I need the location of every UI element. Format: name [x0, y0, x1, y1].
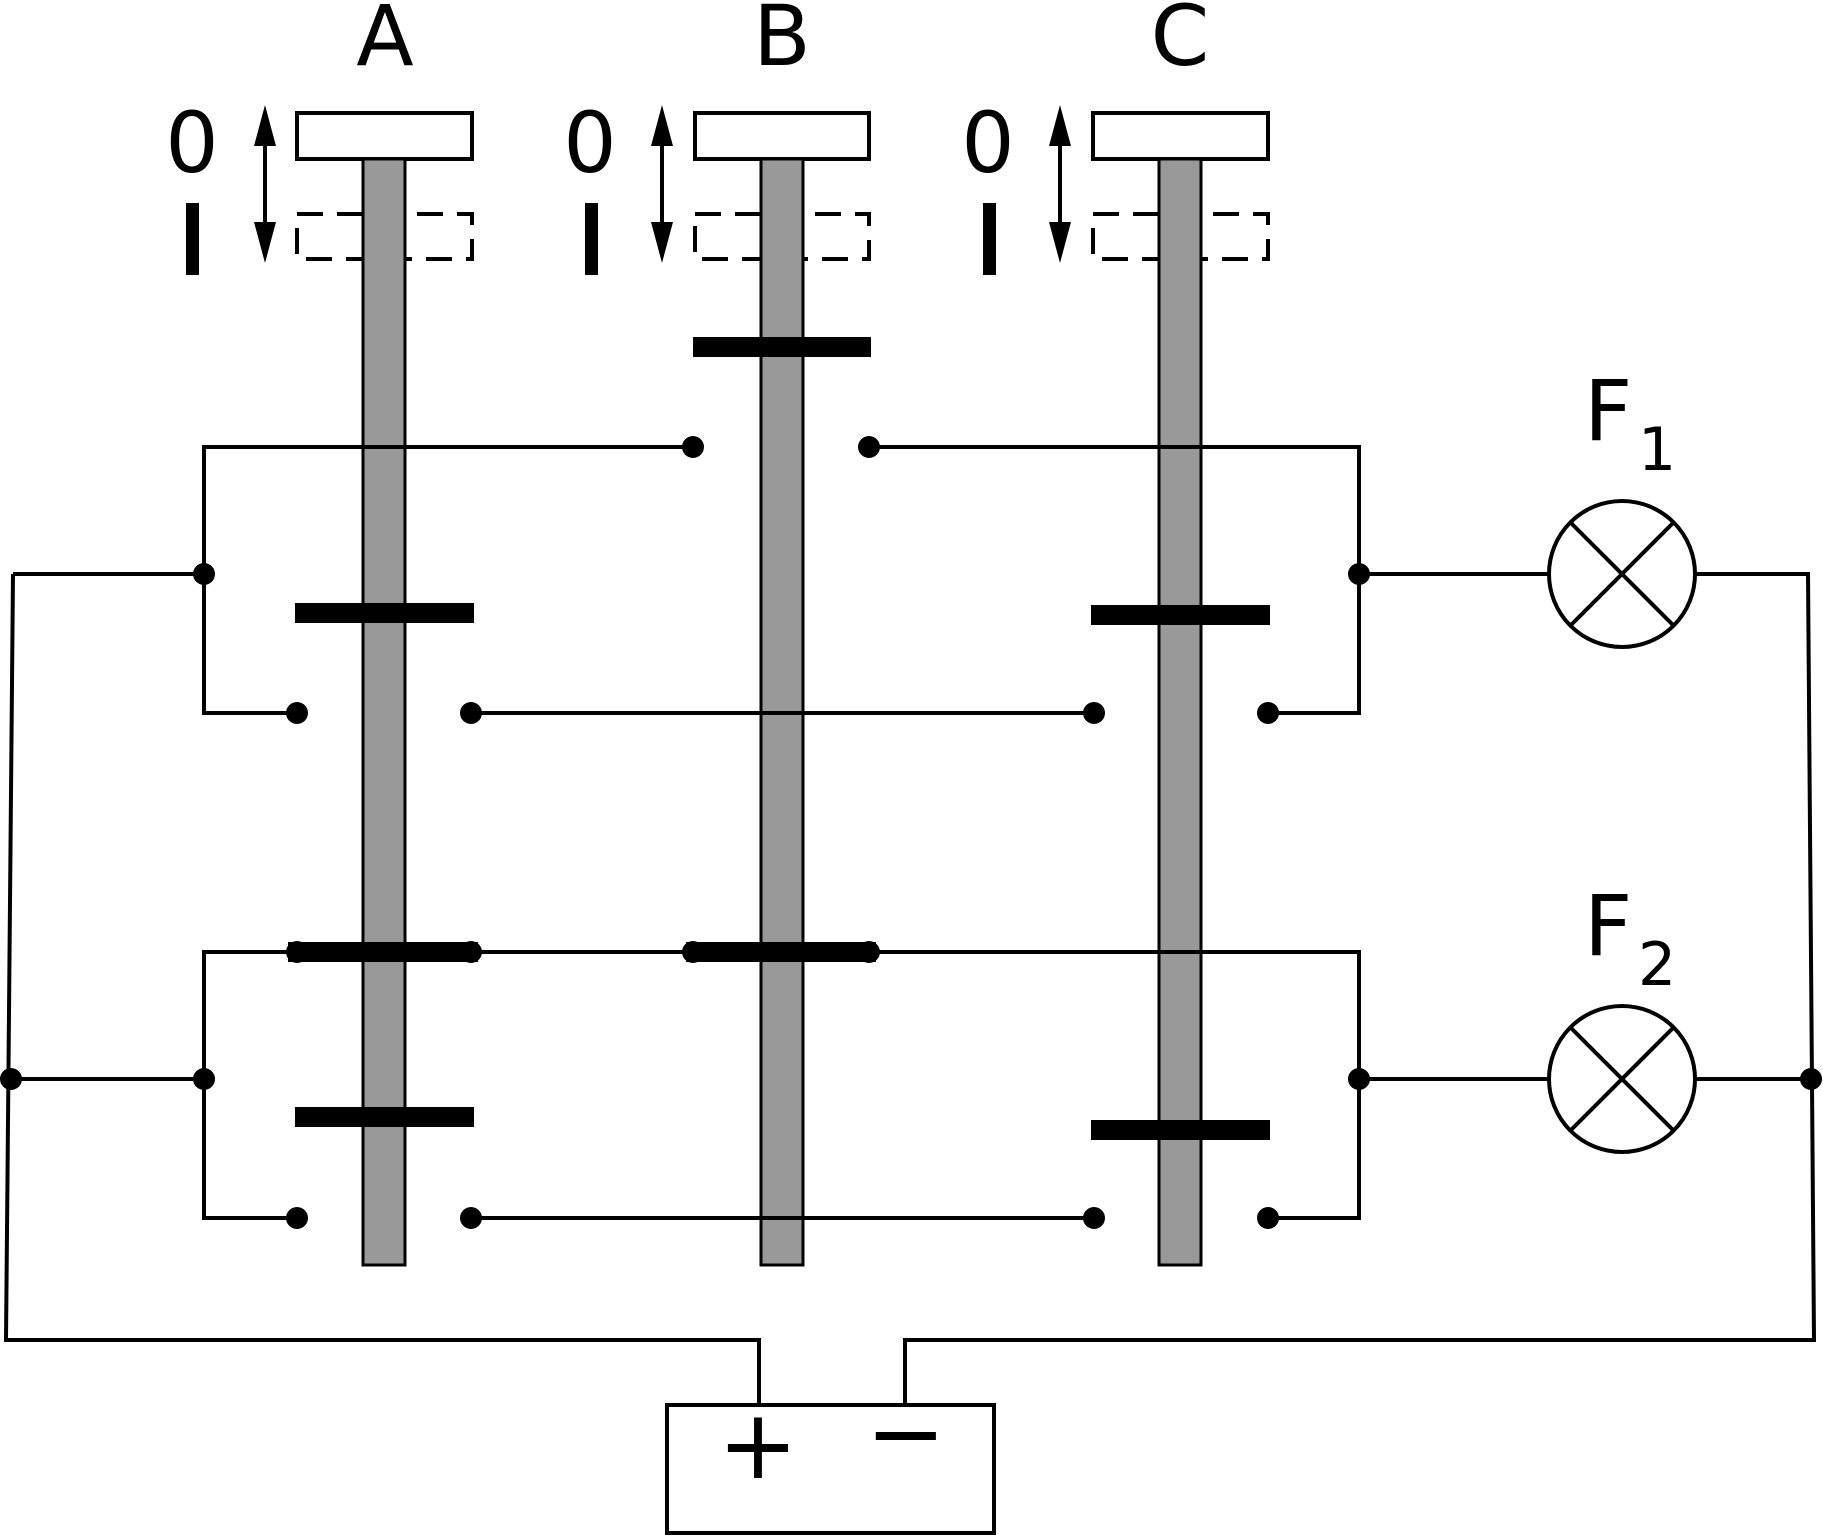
terminal-dot [286, 941, 308, 963]
switch-a-state-0: 0 [165, 94, 218, 192]
terminal-dot [858, 436, 880, 458]
terminal-dot [682, 436, 704, 458]
junction-dot [193, 1068, 215, 1090]
switch-a-rod [361, 157, 407, 1267]
switch-a-arrow [254, 105, 276, 263]
terminal-dot [1083, 702, 1105, 724]
battery-box [665, 1403, 996, 1535]
terminal-dot [460, 702, 482, 724]
terminal-dot [1083, 1207, 1105, 1229]
junction-dot [1348, 1068, 1370, 1090]
terminal-dot [460, 941, 482, 963]
switch-a-knob[interactable] [295, 111, 474, 161]
switch-b-state-i [585, 203, 598, 275]
terminals [0, 436, 1822, 1229]
lamp-f1-subscript: 1 [1638, 415, 1676, 485]
lamp-f1-label: F [1584, 362, 1632, 460]
battery-plus: + [718, 1389, 798, 1501]
battery: + − [665, 1377, 996, 1535]
lamp-f2-subscript: 2 [1638, 930, 1676, 1000]
switch-b-arrow [651, 105, 673, 263]
terminal-dot [286, 1207, 308, 1229]
switch-c-knob[interactable] [1091, 111, 1270, 161]
terminal-dot [1257, 702, 1279, 724]
switch-c-rod [1157, 157, 1203, 1267]
switch-a-label: A [356, 0, 413, 85]
switch-c-state-0: 0 [961, 94, 1014, 192]
terminal-dot [1257, 1207, 1279, 1229]
terminal-dot [682, 941, 704, 963]
switch-c-label: C [1151, 0, 1210, 85]
junction-dot [193, 563, 215, 585]
terminal-dot [858, 941, 880, 963]
switch-c-arrow [1049, 105, 1071, 263]
switch-c: C 0 I [961, 0, 1270, 1267]
lamp-f2: F 2 [1547, 877, 1697, 1154]
switch-b-knob[interactable] [693, 111, 871, 161]
battery-minus: − [866, 1377, 946, 1489]
switch-b-label: B [753, 0, 811, 85]
junction-dot [0, 1068, 22, 1090]
terminal-dot [460, 1207, 482, 1229]
switch-a-state-i [186, 203, 199, 275]
terminal-dot [286, 702, 308, 724]
wiring [3, 445, 1817, 1405]
switch-a: A 0 I [165, 0, 474, 1267]
contact-bars [288, 337, 1270, 1140]
junction-dot [1800, 1068, 1822, 1090]
lamp-f2-label: F [1584, 877, 1632, 975]
switch-c-state-i [983, 203, 996, 275]
junction-dot [1348, 563, 1370, 585]
switch-b: B 0 I [563, 0, 871, 1267]
switch-b-state-0: 0 [563, 94, 616, 192]
lamp-f1: F 1 [1547, 362, 1697, 649]
